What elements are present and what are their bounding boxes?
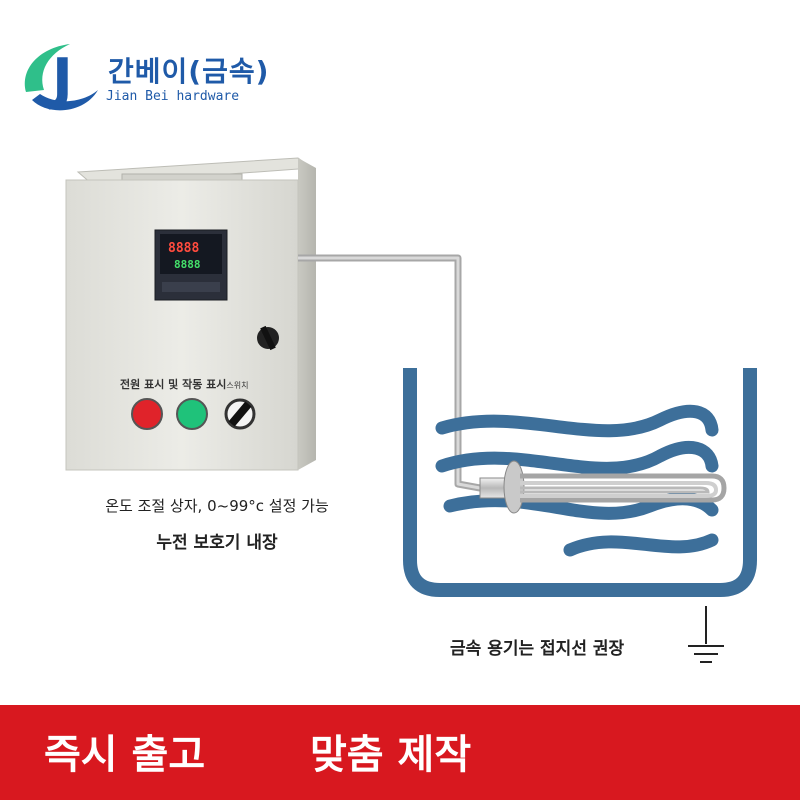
footer-right-text: 맞춤 제작 — [310, 732, 472, 778]
cable — [298, 254, 481, 492]
logo-swoosh-green — [24, 44, 70, 92]
heater-body — [479, 477, 507, 499]
temp-display-bottom: 8888 — [174, 258, 201, 271]
brand-name: 간베이(금속) — [108, 55, 270, 88]
footer-left-text: 즉시 출고 — [44, 732, 206, 778]
caption-temperature: 온도 조절 상자, 0~99°c 설정 가능 — [105, 497, 329, 515]
immersion-heater — [479, 460, 727, 514]
run-indicator-green — [176, 398, 208, 430]
rotary-switch-handle — [260, 325, 276, 351]
heater-rod-top — [520, 473, 727, 503]
wave-4 — [563, 533, 719, 557]
heater-rod-bottom — [520, 486, 710, 494]
wave-2 — [435, 440, 719, 475]
caption-grounding: 금속 용기는 접지선 권장 — [450, 639, 625, 659]
brand-logo: J — [24, 44, 98, 112]
box-front — [65, 179, 299, 471]
logo-swoosh-blue — [32, 90, 98, 111]
brand-subtitle: Jian Bei hardware — [106, 89, 240, 104]
panel-label: 전원 표시 및 작동 표시스위치 — [120, 376, 249, 392]
panel-label-small: 스위치 — [226, 381, 249, 390]
controller-buttons — [162, 282, 220, 292]
power-indicator-red — [131, 398, 163, 430]
wave-1 — [435, 404, 719, 438]
product-illustration: 8888 8888 — [65, 157, 757, 663]
logo-letter: J — [48, 47, 73, 112]
box-side — [298, 158, 316, 470]
panel-label-main: 전원 표시 및 작동 표시 — [120, 378, 227, 391]
caption-leakage: 누전 보호기 내장 — [156, 533, 278, 553]
tank-wall — [403, 368, 757, 597]
temp-controller-screen — [160, 234, 222, 274]
footer-banner — [0, 705, 800, 800]
heater-rod-mid — [520, 481, 719, 498]
control-box: 8888 8888 — [65, 157, 316, 471]
ground-icon — [688, 606, 724, 663]
temp-display-top: 8888 — [168, 241, 199, 256]
selector-switch-handle — [228, 401, 252, 427]
